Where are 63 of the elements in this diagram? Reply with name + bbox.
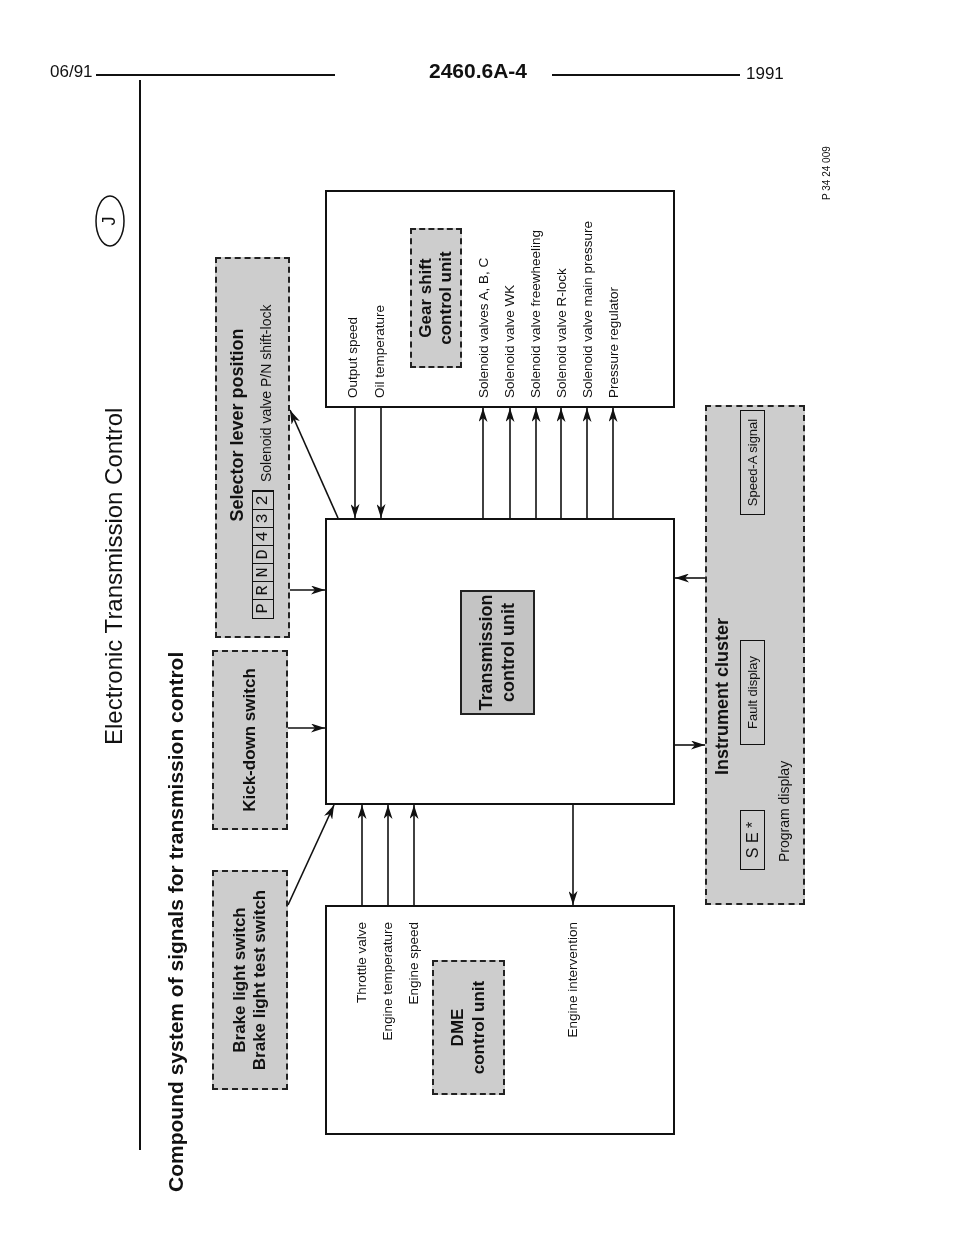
arrow [376,407,386,519]
diagram-heading: Compound system of signals for transmission control [163,651,189,1192]
switch-box [212,870,288,1090]
arrow [674,573,706,583]
year-label: 1991 [746,64,784,85]
control-unit-box [325,518,675,805]
signal-label: Pressure regulator [605,286,622,398]
signal-label: Solenoid valve freewheeling [527,229,544,398]
control-unit-box [325,905,675,1135]
section-letter: J [99,216,121,226]
arrow [287,723,326,733]
signal-label: Throttle valve [353,922,370,1004]
signal-label: Solenoid valve WK [501,284,518,398]
display-box [740,640,765,745]
arrow [478,407,488,519]
unit-label: Kick-down switch [239,668,260,812]
arrow [505,407,515,519]
display-label: S E * [742,821,762,859]
arrow [383,804,393,906]
arrow [674,740,706,750]
signal-label: Engine temperature [379,922,396,1041]
display-label: Speed-A signal [744,418,761,507]
component-box [215,257,290,638]
display-box [740,810,765,870]
arrow [531,407,541,519]
heading-label: Selector lever position [226,328,248,522]
switch-box [212,650,288,830]
arrow [289,409,339,519]
signal-label: Oil temperature [371,304,388,398]
heading-label: Instrument cluster [711,617,733,775]
signal-label: Solenoid valves A, B, C [475,257,492,398]
date-label: 06/91 [50,62,93,83]
control-unit-box [325,190,675,408]
arrow [556,407,566,519]
display-label: Fault display [744,656,761,729]
arrow [568,804,578,906]
signal-label: Solenoid valve main pressure [579,220,596,398]
component-box [705,405,805,905]
unit-label: Brake light test switch [250,889,270,1071]
arrow [287,804,335,906]
arrow [608,407,618,519]
unit-label-box [410,228,462,368]
signal-label: Output speed [344,316,361,398]
arrow [409,804,419,906]
arrow [582,407,592,519]
unit-label: Transmission control unit [475,593,519,713]
figure-code: P 34 24 009 [821,146,833,200]
unit-label: Gear shift control unit [415,250,456,347]
unit-label-box [432,960,505,1095]
display-box [740,410,765,515]
signal-label: Engine intervention [564,922,581,1038]
unit-label: DME control unit [448,979,489,1076]
signal-label: Program display [775,760,793,862]
arrow [357,804,367,906]
arrow [350,407,360,519]
unit-label-box [460,590,535,715]
page-title: Electronic Transmission Control [100,407,128,745]
signal-label: Solenoid valve P/N shift-lock [258,304,275,482]
signal-label: Solenoid valve R-lock [553,268,570,398]
arrow [289,585,326,595]
unit-label: Brake light switch [229,907,250,1053]
page-number: 2460.6A-4 [428,58,528,84]
signal-label: Engine speed [405,922,422,1005]
